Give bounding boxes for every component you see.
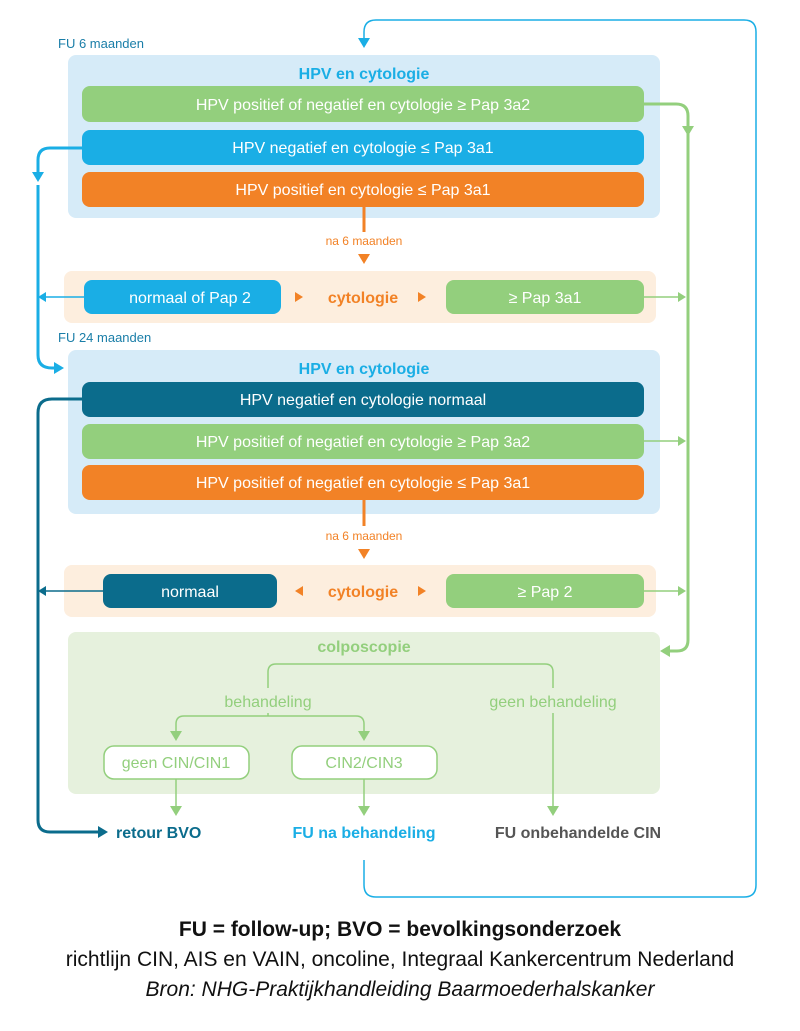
after6-1-label: na 6 maanden — [326, 234, 403, 248]
colpo-title: colposcopie — [317, 639, 410, 656]
fu6-row2-text: HPV negatief en cytologie ≤ Pap 3a1 — [232, 140, 494, 157]
caption-abbreviations: FU = follow-up; BVO = bevolkingsonderzoe… — [178, 918, 622, 941]
blue-path-down-head — [54, 362, 64, 374]
cyto1-right-text: ≥ Pap 3a1 — [509, 290, 582, 307]
fu24-title: HPV en cytologie — [299, 361, 430, 378]
colpo-box-right-text: CIN2/CIN3 — [325, 755, 402, 772]
fu24-row2-text: HPV positief of negatief en cytologie ≥ … — [196, 434, 530, 451]
green-trunk-head-top — [682, 126, 694, 136]
colpo-no-treatment: geen behandeling — [489, 694, 616, 711]
cyto2-left-arrow-head — [38, 586, 46, 596]
cyto1-right-pointer — [418, 292, 426, 302]
blue-left-arrow-1-head — [32, 172, 44, 182]
green-trunk-head-bottom — [660, 645, 670, 657]
cyto2-right-box — [446, 574, 644, 608]
orange-arrow-1 — [358, 254, 370, 264]
outcome-retour: retour BVO — [116, 825, 201, 842]
after6-2-label: na 6 maanden — [326, 529, 403, 543]
flowchart: FU 6 maanden HPV en cytologie HPV positi… — [32, 19, 757, 898]
colpo-split — [267, 663, 554, 688]
cyto1-center-text: cytologie — [328, 290, 398, 307]
fu6-row1 — [82, 86, 644, 122]
cyto1-left-text: normaal of Pap 2 — [129, 290, 251, 307]
treatment-right-head — [358, 731, 370, 741]
loop-arrow — [363, 19, 757, 898]
cyto2-right-pointer — [418, 586, 426, 596]
down-mid-head — [358, 806, 370, 816]
cyto2-left-text: normaal — [161, 584, 219, 601]
cyto1-left-box — [84, 280, 281, 314]
colpo-box-left-text: geen CIN/CIN1 — [122, 755, 231, 772]
green-branch-cyto1-head — [678, 292, 686, 302]
fu24-label: FU 24 maanden — [58, 330, 151, 345]
treatment-left-head — [170, 731, 182, 741]
fu6-row3 — [82, 172, 644, 207]
fu24-row2 — [82, 424, 644, 459]
green-branch-fu24-head — [678, 436, 686, 446]
caption-source: Bron: NHG-Praktijkhandleiding Baarmoeder… — [145, 978, 655, 1001]
cyto2-right-text: ≥ Pap 2 — [517, 584, 572, 601]
treatment-split — [175, 715, 365, 732]
green-trunk — [644, 102, 690, 653]
cyto2-left-pointer — [295, 586, 303, 596]
outcome-fu-after: FU na behandeling — [292, 825, 435, 842]
fu6-label: FU 6 maanden — [58, 36, 144, 51]
fu24-row1 — [82, 382, 644, 417]
dark-path — [36, 397, 98, 834]
dark-path-head — [98, 826, 108, 838]
outcome-fu-untreated: FU onbehandelde CIN — [495, 825, 661, 842]
fu24-row3-text: HPV positief of negatief en cytologie ≤ … — [196, 475, 530, 492]
cyto1-left-arrow-head — [38, 292, 46, 302]
orange-arrow-2 — [358, 549, 370, 559]
blue-left-arrow-1 — [36, 146, 82, 175]
green-branch-cyto2-head — [678, 586, 686, 596]
cyto1-left-pointer — [295, 292, 303, 302]
blue-path-down — [36, 185, 54, 370]
fu6-row1-text: HPV positief of negatief en cytologie ≥ … — [196, 97, 530, 114]
fu6-row3-text: HPV positief en cytologie ≤ Pap 3a1 — [235, 182, 490, 199]
cyto2-left-box — [103, 574, 277, 608]
fu6-row2 — [82, 130, 644, 165]
down-right-head — [547, 806, 559, 816]
cyto2-center-text: cytologie — [328, 584, 398, 601]
caption-guideline: richtlijn CIN, AIS en VAIN, oncoline, In… — [65, 948, 735, 971]
fu24-row1-text: HPV negatief en cytologie normaal — [240, 392, 486, 409]
cyto1-right-box — [446, 280, 644, 314]
down-left-head — [170, 806, 182, 816]
loop-arrow-head — [358, 38, 370, 48]
colpo-treatment: behandeling — [224, 694, 311, 711]
fu24-row3 — [82, 465, 644, 500]
fu6-title: HPV en cytologie — [299, 66, 430, 83]
